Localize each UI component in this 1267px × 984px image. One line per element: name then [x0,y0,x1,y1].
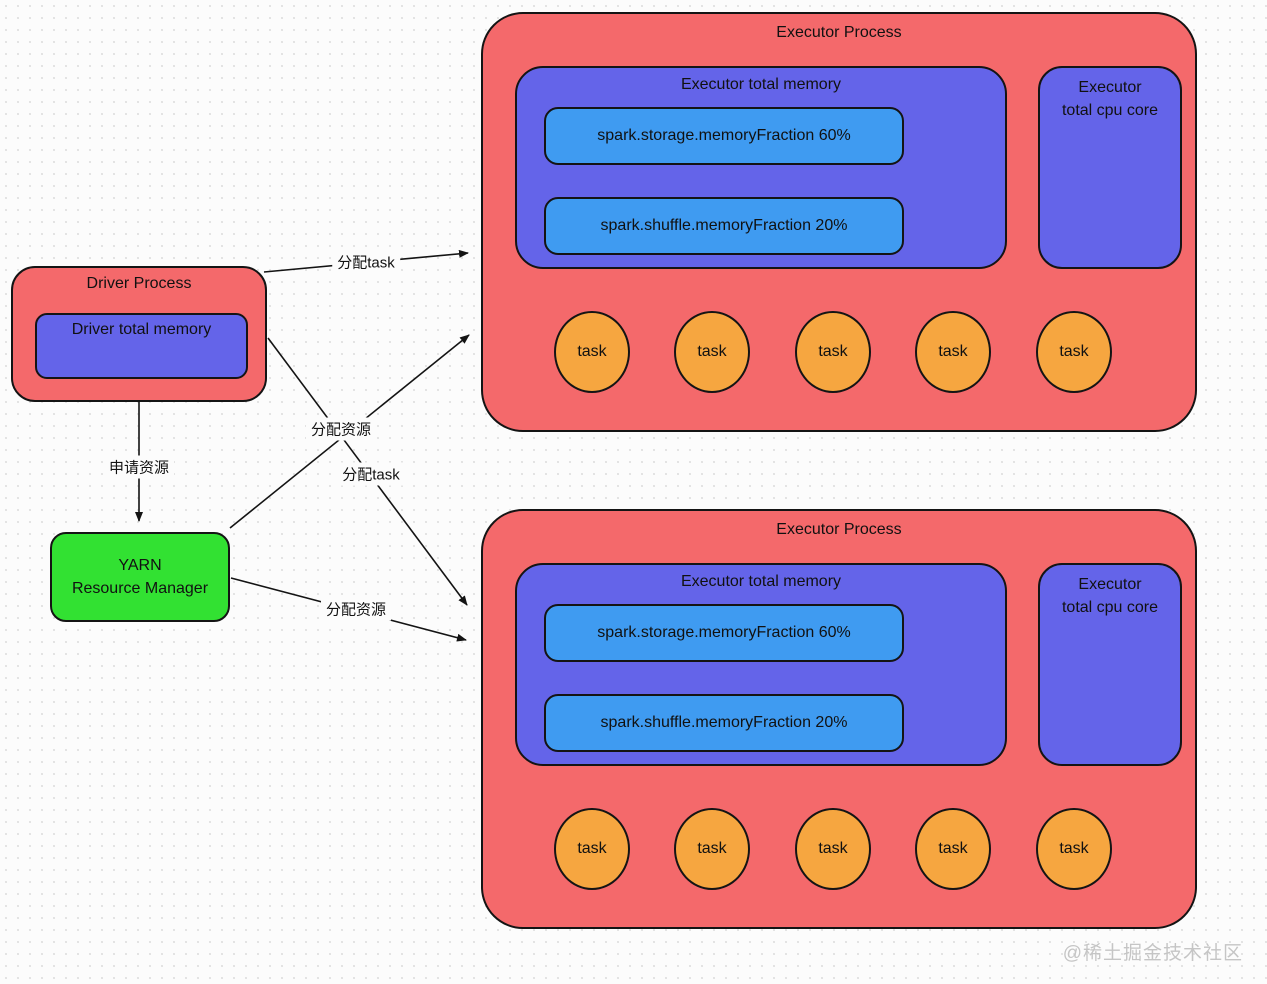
task-circle: task [554,808,630,890]
yarn-title-line2: Resource Manager [71,580,209,597]
arrow-label-allocate-resources-2: 分配资源 [320,597,392,621]
storage-memory-fraction-box: spark.storage.memoryFraction 60% [544,604,904,662]
task-circle: task [1036,808,1112,890]
executor-memory-box: Executor total memory spark.storage.memo… [515,563,1007,766]
task-circle: task [1036,311,1112,393]
executor-cpu-title-line1: Executor [1078,576,1142,593]
yarn-resource-manager-box: YARN Resource Manager [50,532,230,622]
executor-memory-title: Executor total memory [680,76,842,93]
driver-memory-box: Driver total memory [35,313,248,379]
task-circle: task [795,808,871,890]
task-circle: task [915,311,991,393]
executor-process-title: Executor Process [776,24,902,41]
executor-cpu-title-line2: total cpu core [1061,102,1159,120]
arrow-label-allocate-resources-1: 分配资源 [305,417,377,441]
executor-process-box-1: Executor Process Executor total memory s… [481,12,1197,432]
task-circle: task [915,808,991,890]
executor-memory-box: Executor total memory spark.storage.memo… [515,66,1007,269]
executor-process-title: Executor Process [776,521,902,538]
shuffle-memory-fraction-box: spark.shuffle.memoryFraction 20% [544,197,904,255]
arrow-label-allocate-task-2: 分配task [337,462,405,486]
watermark-text: @稀土掘金技术社区 [1062,943,1243,964]
yarn-title-line1: YARN [118,556,162,574]
executor-cpu-title-line2: total cpu core [1061,599,1159,617]
task-circle: task [674,311,750,393]
executor-cpu-title-line1: Executor [1078,79,1142,96]
arrow-label-request-resources: 申请资源 [103,455,175,479]
task-circle: task [554,311,630,393]
executor-memory-title: Executor total memory [680,573,842,590]
executor-process-box-2: Executor Process Executor total memory s… [481,509,1197,929]
arrow-label-allocate-task-1: 分配task [332,250,400,274]
driver-process-box: Driver Process Driver total memory [11,266,267,402]
task-circle: task [674,808,750,890]
storage-memory-fraction-box: spark.storage.memoryFraction 60% [544,107,904,165]
driver-memory-label: Driver total memory [71,321,212,338]
executor-cpu-core-box: Executor total cpu core [1038,563,1182,766]
driver-process-title: Driver Process [86,275,192,292]
task-circle: task [795,311,871,393]
shuffle-memory-fraction-box: spark.shuffle.memoryFraction 20% [544,694,904,752]
executor-cpu-core-box: Executor total cpu core [1038,66,1182,269]
